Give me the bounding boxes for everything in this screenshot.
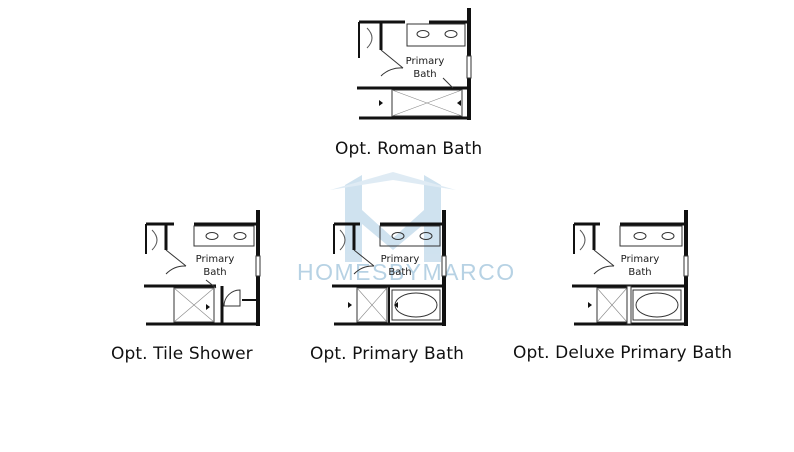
room-label-line1: Primary bbox=[196, 254, 235, 265]
primary-bath-drawing: Primary Bath bbox=[332, 210, 447, 326]
room-label-line2: Bath bbox=[413, 69, 436, 80]
room-label-line2: Bath bbox=[203, 267, 226, 278]
tile-shower-drawing: Primary Bath bbox=[144, 210, 261, 326]
floorplan-primary-bath: Primary Bath bbox=[332, 210, 452, 328]
floorplan-tile-shower: Primary Bath bbox=[144, 210, 264, 328]
caption-primary-bath: Opt. Primary Bath bbox=[310, 344, 464, 364]
room-label-line1: Primary bbox=[381, 254, 420, 265]
room-label-line1: Primary bbox=[621, 254, 660, 265]
caption-roman-bath: Opt. Roman Bath bbox=[335, 139, 483, 159]
deluxe-primary-bath-drawing: Primary Bath bbox=[572, 210, 689, 326]
room-label-line1: Primary bbox=[406, 56, 445, 67]
room-label-line2: Bath bbox=[628, 267, 651, 278]
floorplan-roman-bath: Primary Bath bbox=[357, 8, 477, 123]
floorplan-deluxe-primary-bath: Primary Bath bbox=[572, 210, 692, 328]
room-label-line2: Bath bbox=[388, 267, 411, 278]
caption-deluxe-primary-bath: Opt. Deluxe Primary Bath bbox=[513, 343, 733, 363]
watermark-text: HOMESBYMARCO bbox=[297, 259, 516, 285]
caption-tile-shower: Opt. Tile Shower bbox=[111, 344, 253, 364]
roman-bath-drawing: Primary Bath bbox=[357, 8, 472, 120]
